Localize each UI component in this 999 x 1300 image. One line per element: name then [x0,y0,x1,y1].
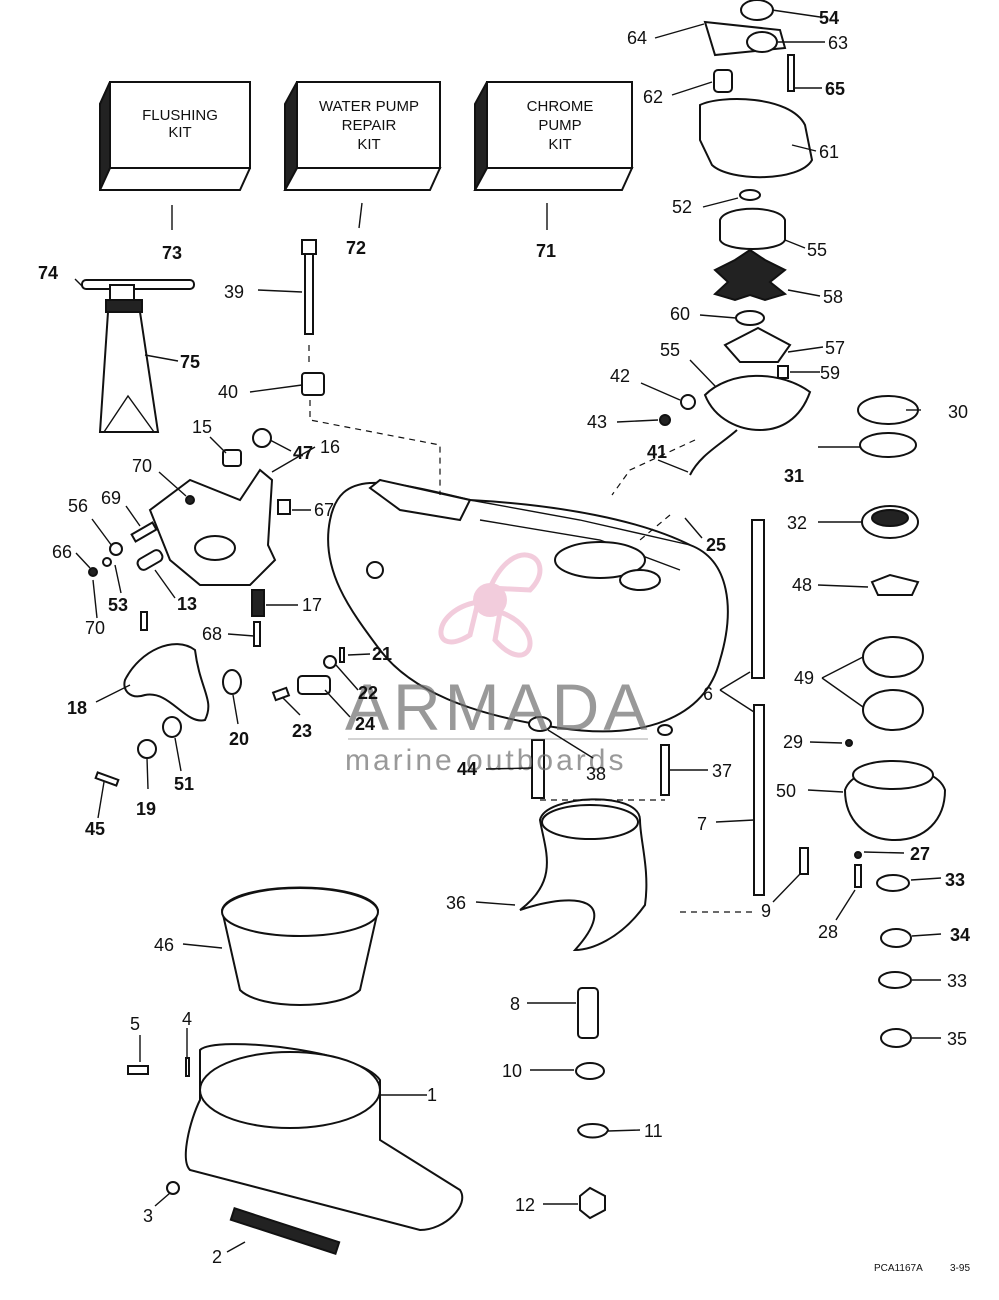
watermark-brand: ARMADA [345,670,651,744]
callout-11: 11 [644,1121,663,1141]
callout-55: 55 [807,240,827,260]
callout-13: 13 [177,594,197,614]
kit-label-line: KIT [357,136,380,153]
callout-55: 55 [660,340,680,360]
callout-4: 4 [182,1009,192,1029]
callout-70: 70 [85,618,105,638]
callout-48: 48 [792,575,812,595]
callout-37: 37 [712,761,732,781]
kit-label-line: FLUSHING [142,107,218,124]
callout-3: 3 [143,1206,153,1226]
gearcase-housing [327,478,729,733]
callout-25: 25 [706,535,726,555]
callout-52: 52 [672,197,692,217]
kit-label-line: KIT [168,124,191,141]
callout-71: 71 [536,241,556,261]
callout-61: 61 [819,142,839,162]
callout-29: 29 [783,732,803,752]
callout-38: 38 [586,764,606,784]
drawing-date: 3-95 [950,1263,970,1274]
callout-27: 27 [910,844,930,864]
callout-22: 22 [358,683,378,703]
callout-72: 72 [346,238,366,258]
propeller-logo [438,552,543,658]
callout-34: 34 [950,925,970,945]
leader-lines [74,9,942,1253]
callout-40: 40 [218,382,238,402]
callout-36: 36 [446,893,466,913]
callout-43: 43 [587,412,607,432]
callout-65: 65 [825,79,845,99]
callout-10: 10 [502,1061,522,1081]
callout-68: 68 [202,624,222,644]
callout-30: 30 [948,402,968,422]
callout-6: 6 [703,684,713,704]
callout-66: 66 [52,542,72,562]
kit-label-line: REPAIR [342,117,397,134]
water-pump-repair-kit-box: WATER PUMP REPAIR KIT [283,81,442,191]
armada-watermark [438,552,543,658]
callout-63: 63 [828,33,848,53]
callout-62: 62 [643,87,663,107]
callout-15: 15 [192,417,212,437]
callout-57: 57 [825,338,845,358]
callout-51: 51 [174,774,194,794]
callout-69: 69 [101,488,121,508]
flushing-pump [81,279,195,433]
callout-21: 21 [372,644,392,664]
callout-19: 19 [136,799,156,819]
kit-label-line: CHROME [527,98,594,115]
callout-59: 59 [820,363,840,383]
callout-39: 39 [224,282,244,302]
callout-73: 73 [162,243,182,263]
kit-label-line: WATER PUMP [319,98,419,115]
callout-7: 7 [697,814,707,834]
kit-label-line: KIT [548,136,571,153]
callout-58: 58 [823,287,843,307]
callout-17: 17 [302,595,322,615]
callout-53: 53 [108,595,128,615]
callout-45: 45 [85,819,105,839]
callout-50: 50 [776,781,796,801]
callout-20: 20 [229,729,249,749]
callout-8: 8 [510,994,520,1014]
callout-56: 56 [68,496,88,516]
callout-9: 9 [761,901,771,921]
callout-67: 67 [314,500,334,520]
callout-31: 31 [784,466,804,486]
callout-44: 44 [457,759,477,779]
callout-46: 46 [154,935,174,955]
watermark-tagline: marine outboards [345,744,626,777]
callout-2: 2 [212,1247,222,1267]
callout-28: 28 [818,922,838,942]
callout-60: 60 [670,304,690,324]
callout-12: 12 [515,1195,535,1215]
callout-42: 42 [610,366,630,386]
callout-35: 35 [947,1029,967,1049]
callout-64: 64 [627,28,647,48]
callout-32: 32 [787,513,807,533]
callout-1: 1 [427,1085,437,1105]
callout-numbers: 1 2 3 4 5 6 7 8 9 10 11 12 13 15 16 17 1… [38,8,970,1267]
callout-74: 74 [38,263,58,283]
callout-75: 75 [180,352,200,372]
callout-47: 47 [293,443,313,463]
kit-label-line: PUMP [538,117,581,134]
callout-70: 70 [132,456,152,476]
callout-54: 54 [819,8,839,28]
callout-41: 41 [647,442,667,462]
callout-24: 24 [355,714,375,734]
drawing-code: PCA1167A [874,1263,923,1274]
flushing-kit-box: FLUSHING KIT [99,81,251,191]
callout-33: 33 [945,870,965,890]
water-pump-stack [659,0,814,476]
chrome-pump-kit-box: CHROME PUMP KIT [473,81,634,191]
callout-33: 33 [947,971,967,991]
callout-49: 49 [794,668,814,688]
callout-16: 16 [320,437,340,457]
callout-18: 18 [67,698,87,718]
callout-23: 23 [292,721,312,741]
callout-5: 5 [130,1014,140,1034]
